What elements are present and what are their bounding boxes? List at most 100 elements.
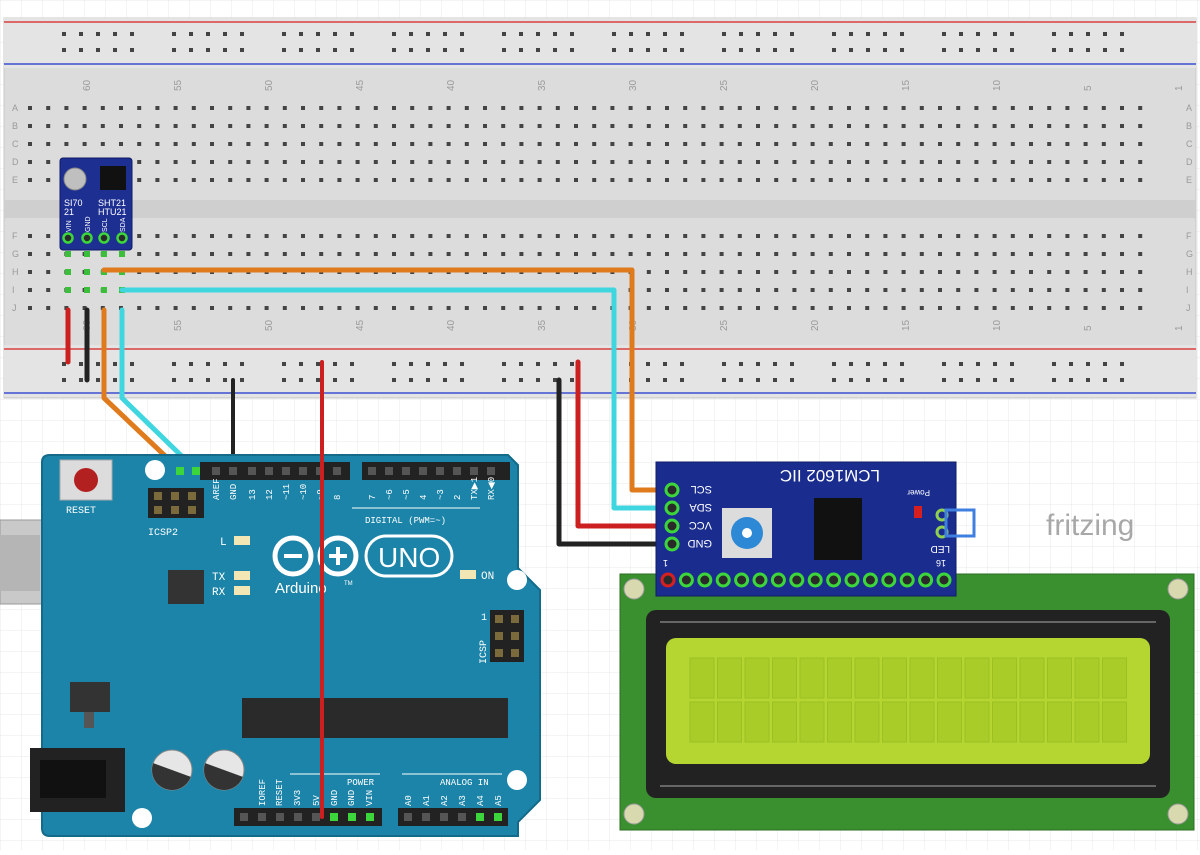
breadboard-hole[interactable]	[337, 142, 342, 146]
breadboard-hole[interactable]	[464, 306, 469, 310]
digital-header-pin[interactable]	[487, 467, 495, 475]
breadboard-hole[interactable]	[938, 178, 942, 182]
breadboard-hole[interactable]	[1029, 142, 1033, 146]
rail-hole[interactable]	[629, 32, 633, 36]
breadboard-hole[interactable]	[392, 106, 396, 110]
rail-hole[interactable]	[443, 362, 447, 366]
breadboard-hole[interactable]	[938, 252, 942, 256]
breadboard-hole[interactable]	[992, 252, 997, 256]
breadboard-hole[interactable]	[701, 234, 706, 238]
breadboard-hole[interactable]	[501, 160, 506, 164]
breadboard-hole[interactable]	[155, 106, 160, 110]
breadboard-hole[interactable]	[519, 106, 524, 110]
breadboard-hole[interactable]	[410, 306, 415, 310]
breadboard-hole[interactable]	[592, 252, 597, 256]
breadboard-hole[interactable]	[956, 288, 961, 292]
breadboard-hole[interactable]	[847, 124, 851, 128]
sensor-pin[interactable]	[81, 232, 93, 244]
breadboard-hole[interactable]	[992, 234, 997, 238]
breadboard-hole[interactable]	[774, 270, 779, 274]
lcd-header-pin[interactable]	[697, 572, 713, 588]
rail-hole[interactable]	[790, 48, 794, 52]
breadboard-hole[interactable]	[719, 142, 724, 146]
rail-hole[interactable]	[570, 378, 574, 382]
rail-hole[interactable]	[333, 378, 337, 382]
breadboard-hole[interactable]	[701, 306, 706, 310]
rail-hole[interactable]	[722, 48, 726, 52]
breadboard-hole[interactable]	[919, 142, 924, 146]
breadboard-hole[interactable]	[246, 124, 251, 128]
breadboard-hole[interactable]	[246, 178, 251, 182]
breadboard-hole[interactable]	[410, 142, 415, 146]
breadboard-hole[interactable]	[610, 142, 615, 146]
breadboard-hole[interactable]	[1138, 306, 1143, 310]
rail-hole[interactable]	[392, 378, 396, 382]
breadboard-hole[interactable]	[1101, 252, 1106, 256]
lcd-header-pin[interactable]	[715, 572, 731, 588]
breadboard-hole[interactable]	[756, 106, 760, 110]
breadboard-hole[interactable]	[228, 178, 233, 182]
rail-hole[interactable]	[959, 362, 963, 366]
breadboard-hole[interactable]	[719, 288, 724, 292]
rail-hole[interactable]	[570, 32, 574, 36]
wire-sda-to-backpack[interactable]	[119, 287, 675, 511]
breadboard-hole[interactable]	[737, 288, 742, 292]
digital-header-pin[interactable]	[436, 467, 444, 475]
rail-hole[interactable]	[333, 362, 337, 366]
breadboard-hole[interactable]	[1120, 124, 1124, 128]
rail-hole[interactable]	[866, 48, 870, 52]
breadboard-hole[interactable]	[137, 306, 142, 310]
breadboard-hole[interactable]	[1083, 106, 1088, 110]
breadboard-hole[interactable]	[246, 106, 251, 110]
breadboard-hole[interactable]	[665, 106, 669, 110]
rail-hole[interactable]	[1120, 362, 1124, 366]
breadboard-hole[interactable]	[501, 106, 506, 110]
rail-hole[interactable]	[1120, 32, 1124, 36]
rail-hole[interactable]	[680, 32, 684, 36]
breadboard-hole[interactable]	[519, 252, 524, 256]
lcd-header-pin[interactable]	[770, 572, 786, 588]
breadboard-hole[interactable]	[1120, 142, 1124, 146]
rail-hole[interactable]	[663, 362, 667, 366]
breadboard-hole[interactable]	[28, 234, 32, 238]
rail-hole[interactable]	[443, 378, 447, 382]
breadboard-hole[interactable]	[282, 306, 287, 310]
breadboard-hole[interactable]	[701, 252, 706, 256]
rail-hole[interactable]	[849, 378, 853, 382]
breadboard-hole[interactable]	[82, 306, 87, 310]
breadboard-hole-active[interactable]	[65, 251, 71, 257]
breadboard-hole[interactable]	[1120, 306, 1124, 310]
breadboard-hole[interactable]	[646, 270, 651, 274]
breadboard-hole[interactable]	[483, 142, 487, 146]
breadboard-hole[interactable]	[883, 178, 888, 182]
power-header-pin[interactable]	[258, 813, 266, 821]
breadboard-hole[interactable]	[919, 270, 924, 274]
breadboard-hole[interactable]	[228, 306, 233, 310]
breadboard-hole[interactable]	[665, 252, 669, 256]
breadboard-hole[interactable]	[901, 252, 906, 256]
breadboard-hole[interactable]	[228, 160, 233, 164]
led-jumper[interactable]	[935, 508, 976, 539]
breadboard-hole[interactable]	[610, 234, 615, 238]
breadboard-hole[interactable]	[901, 306, 906, 310]
backpack-pin[interactable]	[664, 536, 680, 552]
rail-hole[interactable]	[993, 48, 997, 52]
breadboard-hole[interactable]	[646, 106, 651, 110]
rail-hole[interactable]	[172, 362, 176, 366]
breadboard-hole[interactable]	[1065, 142, 1070, 146]
breadboard-hole[interactable]	[992, 178, 997, 182]
breadboard-hole[interactable]	[355, 124, 360, 128]
breadboard-hole[interactable]	[1083, 142, 1088, 146]
rail-hole[interactable]	[790, 362, 794, 366]
breadboard-hole[interactable]	[1101, 124, 1106, 128]
rail-hole[interactable]	[790, 378, 794, 382]
breadboard-hole[interactable]	[483, 178, 487, 182]
rail-hole[interactable]	[1069, 32, 1073, 36]
breadboard-hole[interactable]	[683, 270, 688, 274]
breadboard-hole[interactable]	[1029, 306, 1033, 310]
breadboard-hole[interactable]	[46, 160, 51, 164]
breadboard-hole[interactable]	[792, 160, 797, 164]
breadboard-hole[interactable]	[901, 178, 906, 182]
breadboard-hole[interactable]	[1120, 106, 1124, 110]
breadboard-hole[interactable]	[1083, 288, 1088, 292]
